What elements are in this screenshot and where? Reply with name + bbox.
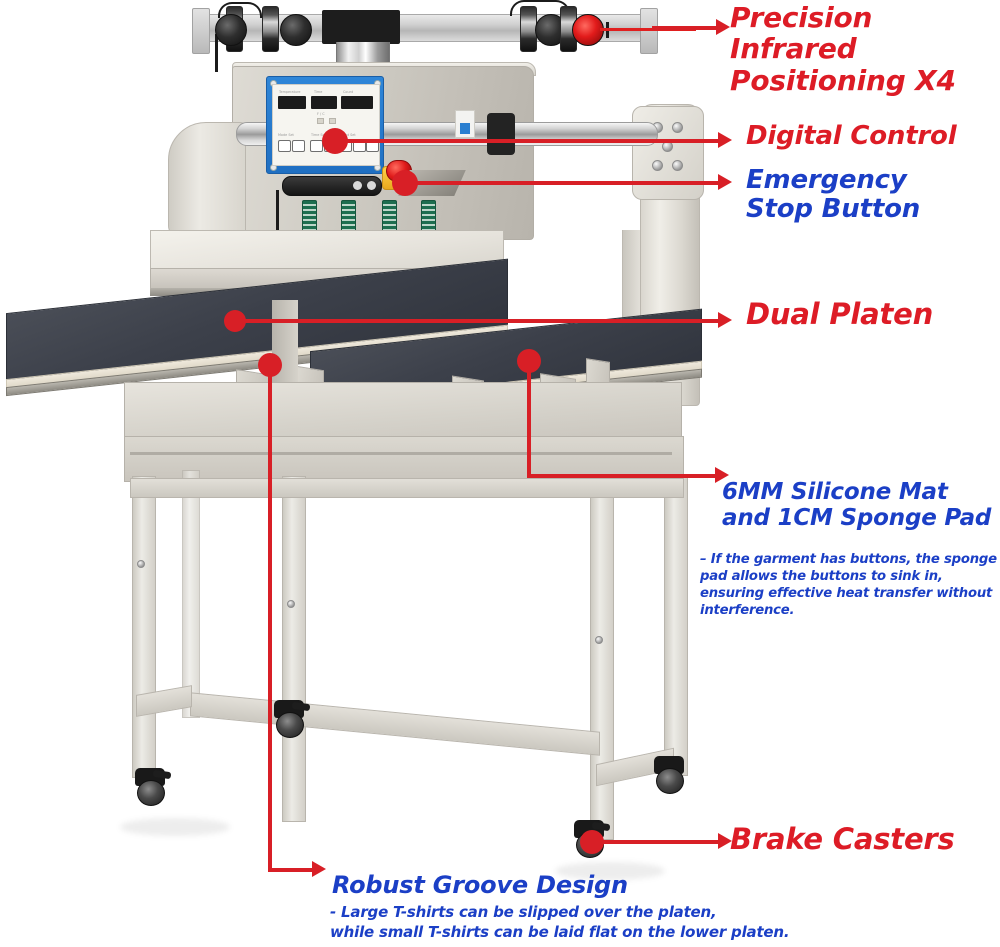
annotation-silicone-mat-description: – If the garment has buttons, the sponge…: [700, 552, 997, 619]
panel-indicator-label: F / C: [317, 112, 325, 116]
cart-top-deck: [124, 382, 682, 440]
shadow: [555, 862, 665, 880]
annotation-dual-platen: Dual Platen: [746, 297, 934, 331]
cart-seam: [130, 452, 672, 455]
cart-upper-stretcher: [130, 478, 684, 498]
laser-lens-2: [280, 14, 312, 46]
cart-leg-mid-left: [282, 476, 306, 822]
left-side-cheek: [168, 122, 246, 236]
leg-bolt: [137, 560, 145, 568]
panel-label-mode: Mode Set: [278, 133, 294, 137]
arrow-infrared: [716, 19, 730, 35]
grip-button-1[interactable]: [353, 181, 362, 190]
arrow-groove-design: [312, 861, 326, 877]
annotation-robust-groove-design: Robust Groove Design: [332, 871, 628, 899]
grip-cable: [276, 190, 279, 230]
annotation-precision-infrared-positioning: Precision Infrared Positioning X4: [730, 1, 956, 97]
breaker-decal: [455, 110, 475, 138]
brake-caster-rear-right: [652, 756, 686, 794]
panel-label-temperature: Temperature: [279, 90, 301, 94]
annotation-brake-casters: Brake Casters: [730, 822, 955, 856]
annotation-digital-control: Digital Control: [746, 121, 957, 151]
panel-label-time: Time: [314, 90, 323, 94]
brake-caster-mid-left: [272, 700, 311, 738]
arrow-emergency-stop: [718, 174, 732, 190]
leg-bolt: [595, 636, 603, 644]
brake-caster-front-left: [133, 768, 172, 806]
leader-line-dual-platen: [234, 319, 722, 323]
leader-line-infrared: [652, 26, 720, 30]
leader-line-digital-control: [334, 139, 722, 143]
annotation-silicone-mat-sponge-pad: 6MM Silicone Mat and 1CM Sponge Pad: [722, 479, 992, 531]
panel-label-timeset: Time Set: [311, 133, 326, 137]
panel-faceplate: Temperature Time Count F / C Mode Set Ti…: [272, 84, 380, 166]
arrow-dual-platen: [718, 312, 732, 328]
laser-beam: [600, 28, 696, 31]
cart-lower-stretcher: [190, 692, 600, 756]
leader-line-silicone-mat-vertical: [527, 360, 531, 478]
arrow-brake-casters: [718, 833, 732, 849]
cylinder-cap: [322, 10, 400, 44]
laser-lens-4-active: [572, 14, 604, 46]
gantry-end-left: [192, 8, 210, 54]
shadow: [120, 818, 230, 836]
rail-hub-plate: [632, 106, 704, 200]
laser-cable: [215, 34, 218, 72]
indicator-led: [317, 118, 324, 124]
time-display: [311, 96, 337, 109]
cart-leg-rear-right: [664, 474, 688, 776]
leader-line-silicone-mat-horizontal: [527, 474, 719, 478]
handle-grip-bar[interactable]: [282, 176, 382, 196]
gantry-end-right: [640, 8, 658, 54]
leg-bolt: [287, 600, 295, 608]
bolt: [672, 160, 683, 171]
panel-label-countset: Count Set: [339, 133, 356, 137]
caster-wheel: [656, 768, 684, 794]
laser-lens-1: [215, 14, 247, 46]
cart-leg-rear-left: [182, 470, 200, 718]
panel-key-2[interactable]: [292, 140, 305, 152]
leader-line-brake-casters: [590, 840, 722, 844]
annotation-emergency-stop-button: Emergency Stop Button: [746, 165, 921, 225]
arrow-digital-control: [718, 132, 732, 148]
infrared-laser-module-2: [262, 6, 279, 52]
indicator-led: [329, 118, 336, 124]
laser-wire: [218, 2, 262, 18]
leader-line-groove-design-vertical: [268, 364, 272, 872]
digital-control-panel[interactable]: Temperature Time Count F / C Mode Set Ti…: [266, 76, 384, 174]
panel-key-1[interactable]: [278, 140, 291, 152]
leader-line-emergency-stop: [404, 181, 722, 185]
cart-leg-front-left: [132, 476, 156, 778]
count-display: [341, 96, 373, 109]
caster-wheel: [276, 712, 304, 738]
bolt: [652, 160, 663, 171]
cart-leg-front-right: [590, 478, 614, 840]
caster-wheel: [137, 780, 165, 806]
arrow-silicone-mat: [715, 467, 729, 483]
bolt: [672, 122, 683, 133]
grip-button-2[interactable]: [367, 181, 376, 190]
leader-line-groove-design-horizontal: [268, 868, 316, 872]
panel-label-count: Count: [343, 90, 354, 94]
temperature-display: [278, 96, 306, 109]
annotation-robust-groove-description: - Large T-shirts can be slipped over the…: [330, 903, 790, 941]
rail-clamp: [487, 113, 515, 155]
heat-press-machine-illustration: Temperature Time Count F / C Mode Set Ti…: [6, 0, 704, 880]
